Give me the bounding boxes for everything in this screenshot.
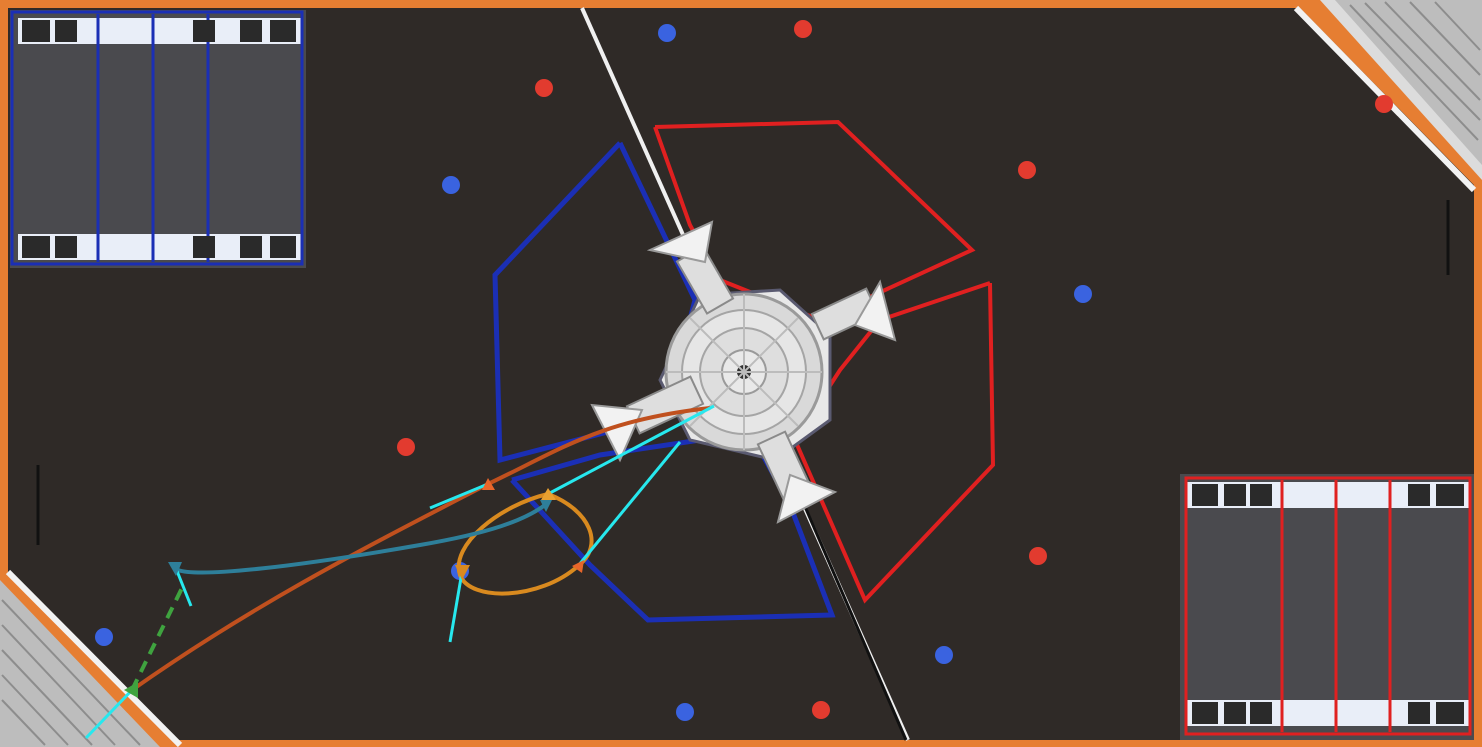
blue-ball[interactable] [95, 628, 113, 646]
waypoint-marker[interactable] [124, 682, 138, 698]
red-ball[interactable] [1029, 547, 1047, 565]
waypoint-marker[interactable] [168, 562, 182, 576]
blue-ball[interactable] [658, 24, 676, 42]
red-ball[interactable] [535, 79, 553, 97]
heading-line [576, 441, 682, 567]
heading-line [448, 571, 464, 643]
red-ball[interactable] [397, 438, 415, 456]
red-ball[interactable] [794, 20, 812, 38]
heading-line [84, 688, 134, 740]
heading-line [547, 404, 715, 496]
center-divider-line-dark [798, 494, 908, 741]
red-balls [397, 20, 1393, 719]
blue-ball[interactable] [676, 703, 694, 721]
waypoint-marker[interactable] [482, 478, 495, 490]
main-path[interactable] [130, 406, 711, 692]
blue-ball[interactable] [935, 646, 953, 664]
loop-path[interactable] [456, 492, 594, 596]
red-ball[interactable] [1375, 95, 1393, 113]
waypoint-marker[interactable] [572, 560, 584, 573]
heading-line [429, 482, 489, 510]
waypoint-marker[interactable] [455, 565, 470, 580]
heading-line [173, 565, 193, 607]
blue-ball[interactable] [442, 176, 460, 194]
red-ball[interactable] [812, 701, 830, 719]
red-ball[interactable] [1018, 161, 1036, 179]
robot-paths[interactable] [84, 404, 715, 740]
waypoint-marker[interactable] [541, 488, 556, 500]
red-goal-zone [1180, 474, 1474, 740]
teal-path[interactable] [177, 503, 547, 575]
blue-goal-zone [10, 10, 306, 268]
blue-ball[interactable] [1074, 285, 1092, 303]
ramp-bottom-left [0, 569, 183, 747]
waypoint-marker[interactable] [540, 500, 552, 512]
